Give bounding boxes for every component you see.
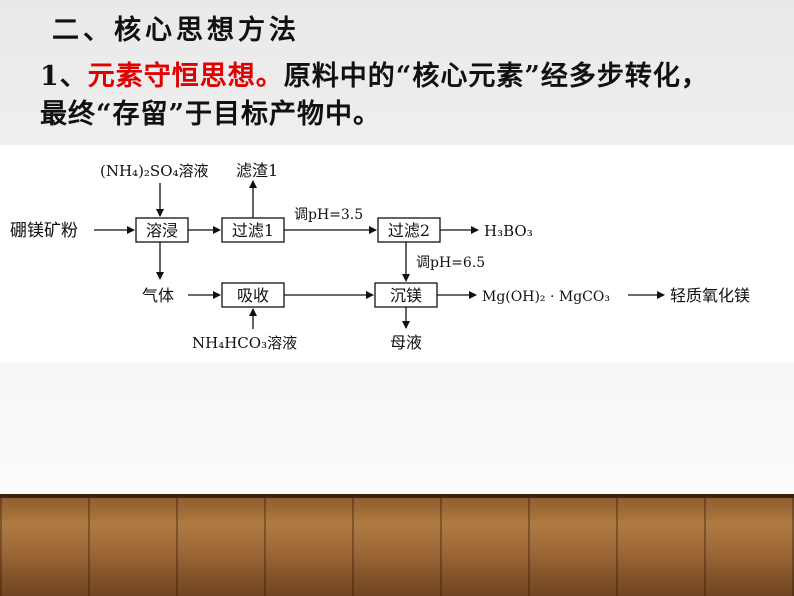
label-cond-ph2: 调pH=6.5 (416, 255, 485, 271)
label-h3bo3: H₃BO₃ (484, 222, 533, 240)
flowchart-panel: 硼镁矿粉 (NH₄)₂SO₄溶液 溶浸 滤渣1 过滤1 调pH=3.5 过滤2 … (0, 145, 794, 363)
label-box-filter1: 过滤1 (232, 221, 274, 240)
section-heading: 二、核心思想方法 (52, 15, 300, 46)
label-residue1: 滤渣1 (236, 161, 278, 180)
label-box-absorb: 吸收 (237, 286, 269, 305)
paragraph-line2: 最终“存留”于目标产物中。 (40, 99, 382, 130)
process-flowchart: 硼镁矿粉 (NH₄)₂SO₄溶液 溶浸 滤渣1 过滤1 调pH=3.5 过滤2 … (10, 161, 750, 352)
paragraph-line1: 原料中的“核心元素”经多步转化， (283, 61, 709, 92)
label-intermediate: Mg(OH)₂ · MgCO₃ (482, 289, 610, 305)
floor-edge-line (0, 494, 794, 498)
label-mother-liquor: 母液 (390, 333, 422, 352)
principle-paragraph: 1、元素守恒思想。原料中的“核心元素”经多步转化， 最终“存留”于目标产物中。 (40, 58, 780, 134)
label-box-filter2: 过滤2 (388, 221, 430, 240)
label-box-precip: 沉镁 (390, 286, 422, 305)
box-absorb (221, 282, 285, 308)
box-dissolve (135, 217, 189, 243)
label-reagent-bottom: NH₄HCO₃溶液 (192, 334, 297, 352)
label-box-dissolve: 溶浸 (146, 221, 178, 240)
box-filter2 (377, 217, 441, 243)
label-raw-material: 硼镁矿粉 (10, 221, 78, 241)
highlight-term: 元素守恒思想。 (87, 61, 284, 92)
wood-floor-decoration (0, 494, 794, 596)
label-cond-ph1: 调pH=3.5 (294, 207, 363, 223)
item-number: 1、 (40, 61, 88, 92)
label-reagent-top: (NH₄)₂SO₄溶液 (100, 162, 209, 180)
label-gas: 气体 (142, 286, 174, 305)
label-final-product: 轻质氧化镁 (670, 286, 750, 305)
